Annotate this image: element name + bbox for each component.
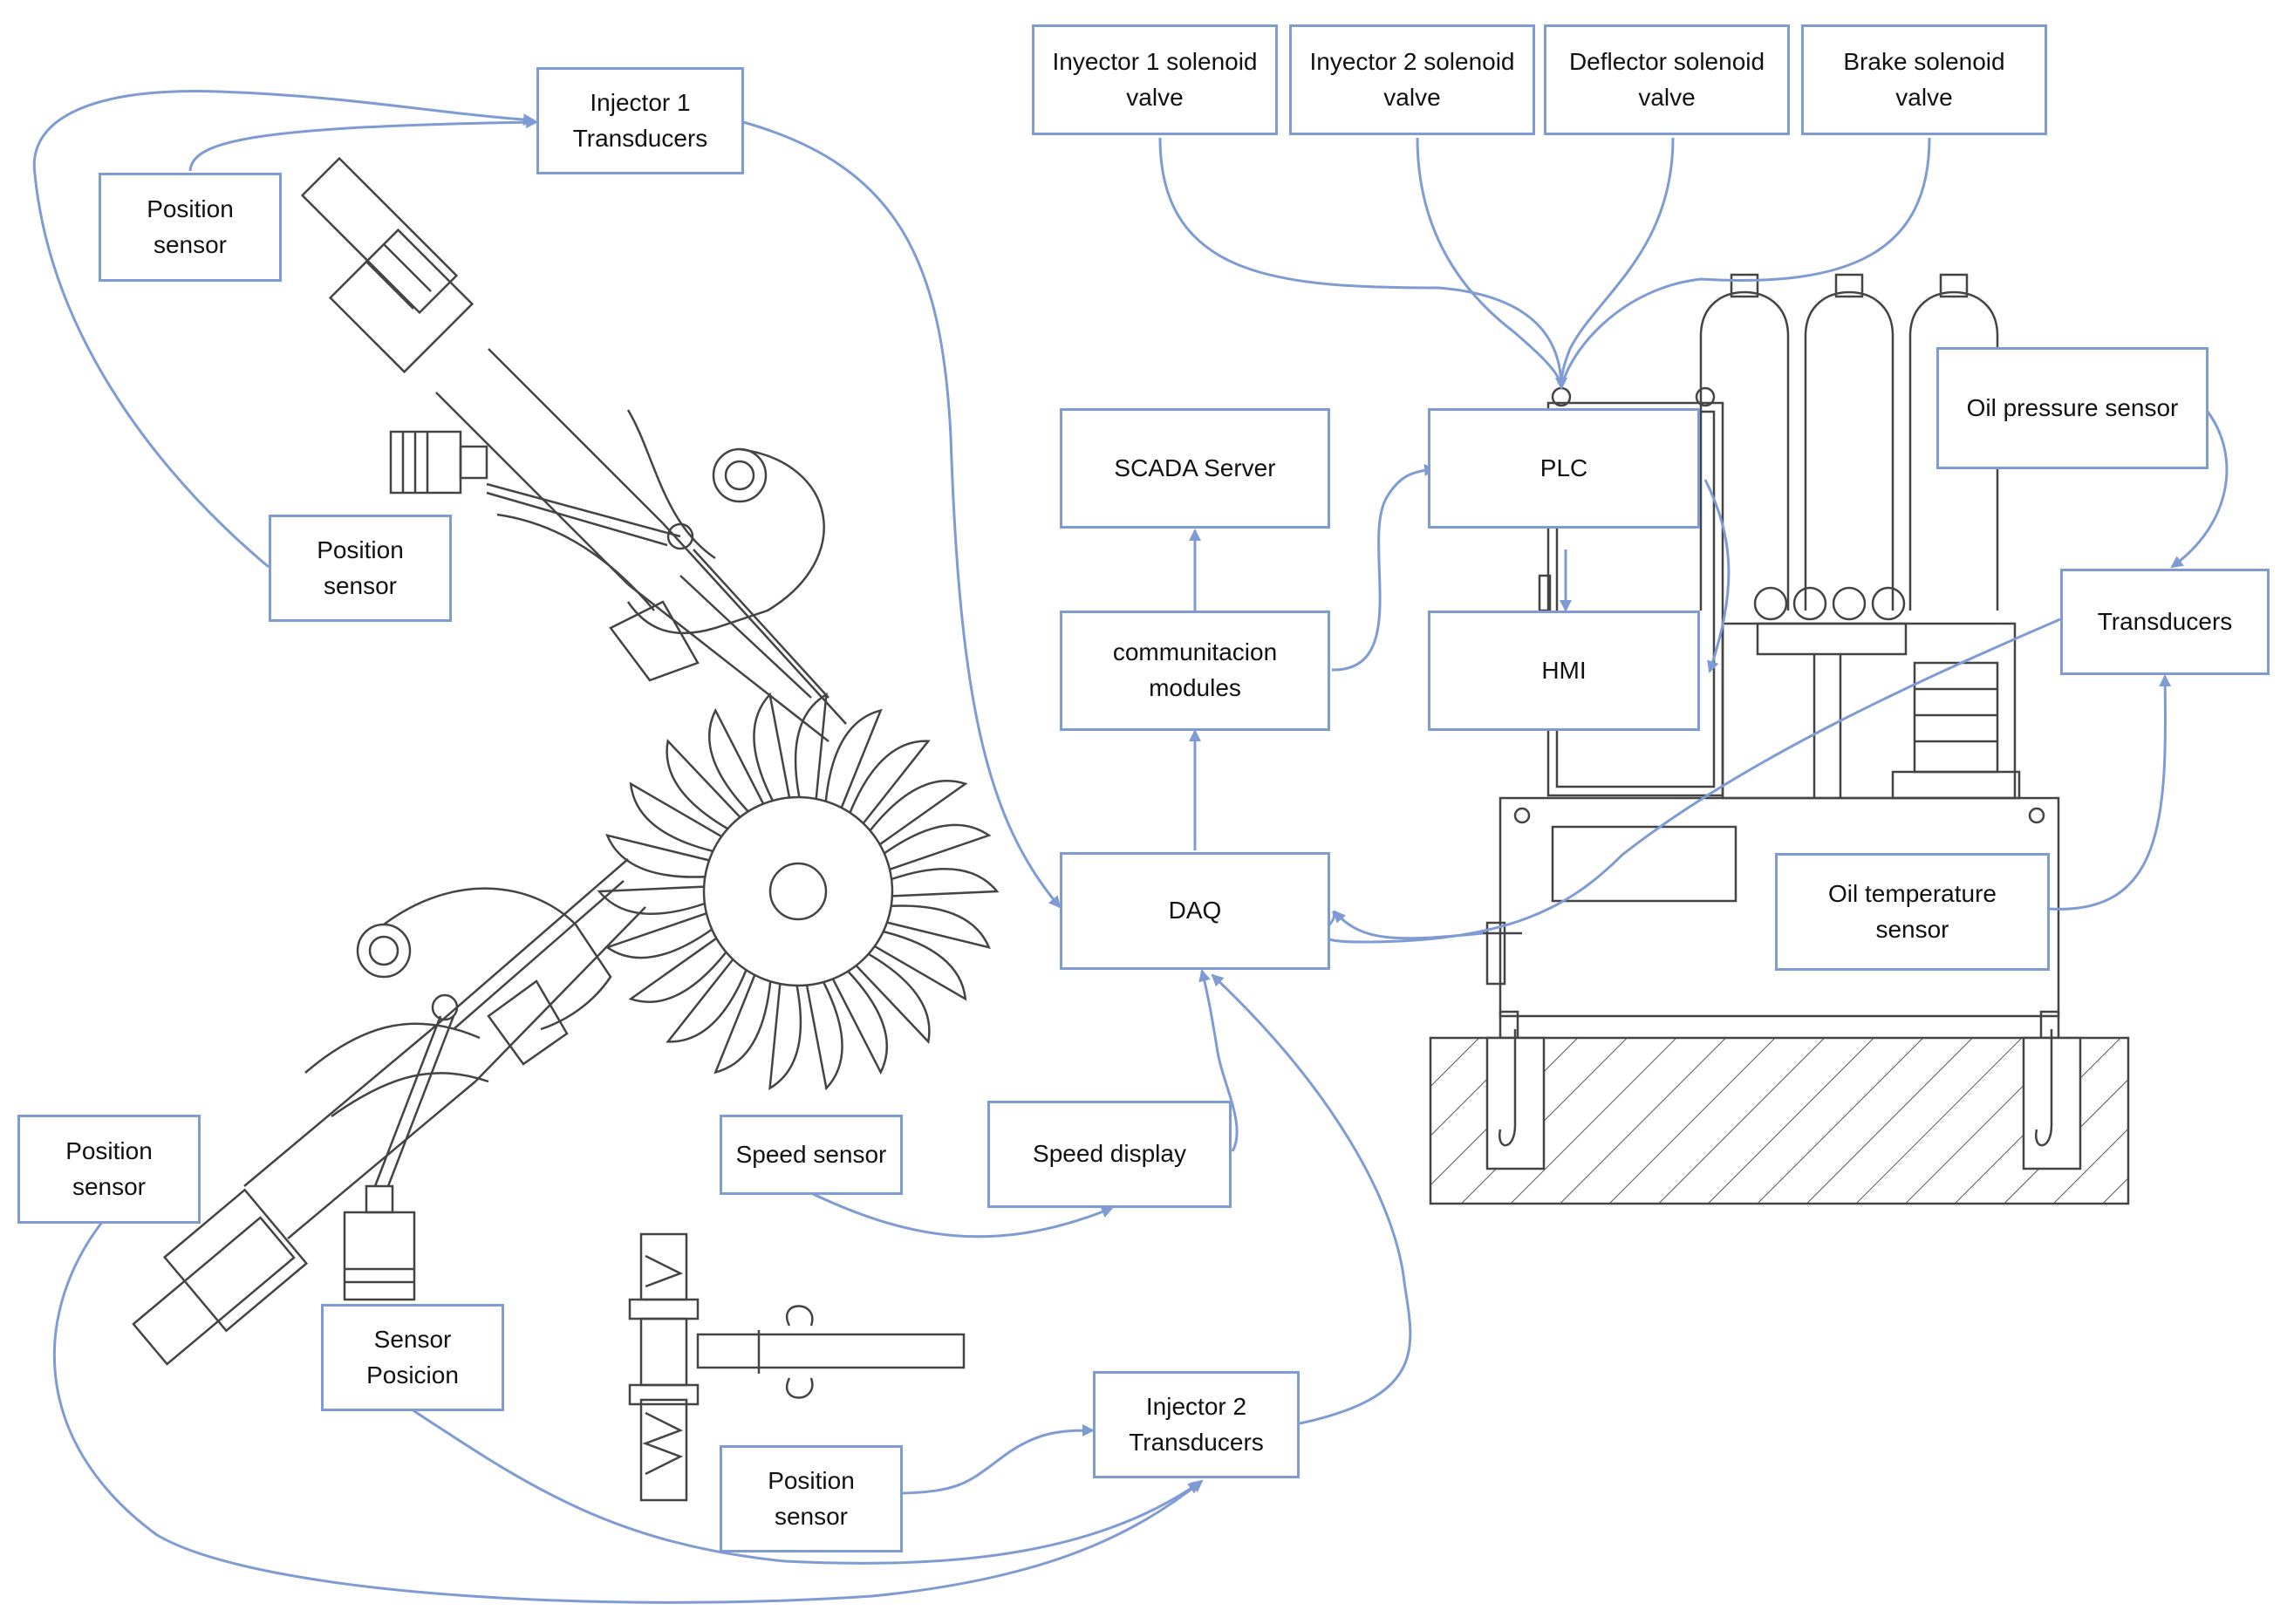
runner-bucket (794, 692, 828, 800)
scada-server-label: SCADA Server (1114, 454, 1276, 481)
connector-inyector1-plc (1158, 137, 1567, 390)
runner-bucket (869, 780, 968, 846)
daq-box: DAQ (1060, 852, 1330, 970)
pressure-gauges (1753, 586, 1908, 656)
runner-bucket (768, 983, 802, 1091)
runner-bucket (874, 930, 967, 1001)
inyector1-valve-label: Inyector 1 solenoid valve (1052, 47, 1258, 111)
inyector2-valve-label: Inyector 2 solenoid valve (1309, 47, 1515, 111)
connector-inj2-daq (1211, 973, 1412, 1425)
communication-modules-box: communitacion modules (1060, 611, 1330, 731)
transducers-box: Transducers (2060, 569, 2270, 675)
position-sensor-bottom-label: Position sensor (768, 1466, 855, 1530)
runner-bucket (666, 739, 741, 830)
runner-hub (702, 795, 894, 987)
runner-bucket (891, 867, 1000, 897)
runner-bucket (831, 970, 888, 1075)
runner-bucket (855, 952, 931, 1044)
connector-inyector2-plc (1416, 137, 1567, 390)
oil-temperature-sensor-box: Oil temperature sensor (1775, 853, 2050, 971)
scada-server-box: SCADA Server (1060, 408, 1330, 529)
speed-sensor-label: Speed sensor (735, 1140, 887, 1168)
position-sensor-lower-left-label: Position sensor (65, 1136, 153, 1200)
daq-label: DAQ (1168, 897, 1222, 925)
upper-injector-assembly (300, 156, 847, 742)
connector-possensor-top-inj1 (188, 116, 538, 172)
position-sensor-mid-label: Position sensor (317, 536, 404, 599)
plc-box: PLC (1428, 408, 1700, 529)
hmi-label: HMI (1541, 656, 1587, 684)
connector-plc-hmi (1703, 479, 1731, 673)
communication-modules-label: communitacion modules (1112, 638, 1278, 701)
position-sensor-top-box: Position sensor (99, 173, 282, 282)
injector2-transducers-label: Injector 2 Transducers (1129, 1392, 1264, 1456)
brake-valve-label: Brake solenoid valve (1843, 47, 2005, 111)
inyector1-valve-box: Inyector 1 solenoid valve (1032, 24, 1278, 135)
runner-bucket (629, 781, 722, 853)
runner-buckets (597, 692, 1000, 1091)
connector-display-daq (1198, 969, 1239, 1152)
runner-bucket (805, 981, 843, 1091)
oil-pressure-sensor-label: Oil pressure sensor (1966, 393, 2179, 421)
connector-inj1-daq (742, 120, 1062, 909)
runner-bucket (824, 708, 883, 809)
plc-label: PLC (1539, 454, 1588, 481)
speed-sensor-box: Speed sensor (720, 1115, 903, 1195)
sensor-posicion-box: Sensor Posicion (321, 1304, 504, 1411)
connector-speedsensor-display (810, 1191, 1114, 1238)
oil-reservoir (1498, 796, 2060, 1018)
connector-possensor-bottom-inj2 (902, 1424, 1095, 1495)
runner-bucket (666, 959, 748, 1043)
oil-temperature-sensor-label: Oil temperature sensor (1828, 879, 1997, 943)
connector-deflector-plc (1560, 137, 1675, 389)
position-sensor-top-label: Position sensor (147, 194, 234, 258)
runner-bucket (886, 904, 991, 950)
speed-display-box: Speed display (987, 1101, 1232, 1208)
connector-brake-plc (1560, 137, 1931, 389)
pelton-turbine-drawing (132, 156, 1000, 1502)
deflector-valve-box: Deflector solenoid valve (1544, 24, 1790, 135)
connectors (32, 89, 2229, 1604)
runner-bucket (713, 974, 772, 1075)
connector-oilpressure-transducers (2170, 407, 2229, 569)
control-cabinet (1546, 401, 1724, 797)
brake-valve-box: Brake solenoid valve (1801, 24, 2047, 135)
runner-bucket (753, 692, 791, 802)
connector-sensorposicion-inj2 (411, 1408, 1201, 1565)
accumulator-bottles (1699, 273, 1999, 611)
position-sensor-bottom-box: Position sensor (720, 1445, 903, 1552)
shaft-coupling-drawing (628, 1232, 966, 1502)
injector1-transducers-box: Injector 1 Transducers (536, 67, 744, 174)
runner-shaft (768, 862, 828, 921)
lower-injector-assembly (132, 858, 646, 1366)
injector1-transducers-label: Injector 1 Transducers (572, 88, 708, 152)
runner-bucket (884, 823, 992, 870)
hmi-box: HMI (1428, 611, 1700, 731)
runner-bucket (604, 912, 713, 959)
connector-possensor-mid-inj1 (32, 89, 536, 569)
position-sensor-mid-box: Position sensor (269, 515, 452, 622)
runner-bucket (708, 707, 765, 813)
deflector-valve-label: Deflector solenoid valve (1568, 47, 1765, 111)
connector-oiltemp-transducers (2047, 674, 2172, 911)
oil-pressure-sensor-box: Oil pressure sensor (1936, 347, 2208, 469)
connector-possensor-ll-inj2 (52, 1220, 1204, 1604)
runner-bucket (628, 937, 727, 1003)
connector-comm-plc (1331, 463, 1437, 672)
injector2-transducers-box: Injector 2 Transducers (1093, 1371, 1300, 1478)
transducers-label: Transducers (2097, 607, 2233, 635)
connector-transducers-daq-arrow (1333, 910, 1484, 940)
runner-bucket (597, 885, 706, 916)
inyector2-valve-box: Inyector 2 solenoid valve (1289, 24, 1535, 135)
hydraulic-unit-drawing (1483, 273, 2060, 1040)
concrete-foundation (1429, 1029, 2130, 1205)
speed-display-label: Speed display (1033, 1140, 1186, 1168)
runner-bucket (605, 833, 710, 878)
sensor-posicion-label: Sensor Posicion (366, 1325, 459, 1389)
runner-bucket (849, 740, 931, 824)
position-sensor-lower-left-box: Position sensor (17, 1115, 201, 1224)
